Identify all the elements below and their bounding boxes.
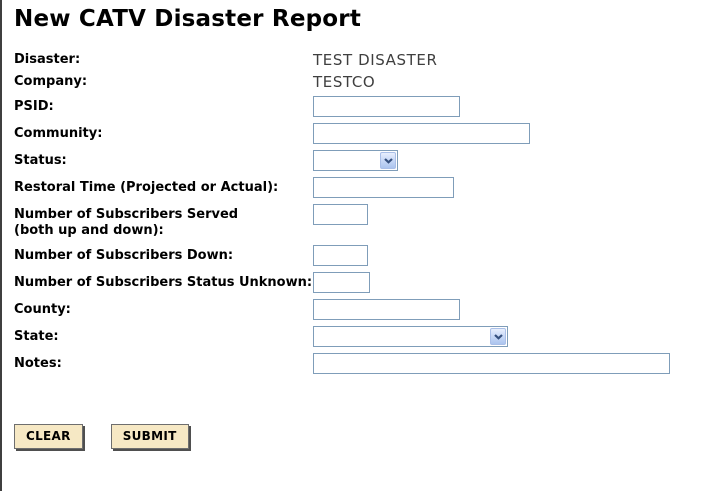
form-row-subscribers-down: Number of Subscribers Down: — [14, 245, 702, 266]
form-row-notes: Notes: — [14, 353, 702, 374]
subscribers-served-label-line1: Number of Subscribers Served — [14, 207, 239, 222]
button-row: CLEAR SUBMIT — [14, 424, 702, 449]
subscribers-served-label: Number of Subscribers Served (both up an… — [14, 204, 313, 239]
form-row-psid: PSID: — [14, 96, 702, 117]
notes-input[interactable] — [313, 353, 670, 374]
psid-label: PSID: — [14, 99, 54, 114]
state-label: State: — [14, 329, 59, 344]
form-row-disaster: Disaster: TEST DISASTER — [14, 52, 702, 70]
restoral-time-input[interactable] — [313, 177, 454, 198]
form-row-subscribers-served: Number of Subscribers Served (both up an… — [14, 204, 702, 239]
disaster-report-form: New CATV Disaster Report Disaster: TEST … — [2, 0, 702, 449]
subscribers-down-label: Number of Subscribers Down: — [14, 248, 234, 263]
form-row-restoral-time: Restoral Time (Projected or Actual): — [14, 177, 702, 198]
status-select[interactable] — [313, 150, 398, 171]
state-select[interactable] — [313, 326, 508, 347]
notes-label: Notes: — [14, 356, 62, 371]
form-row-company: Company: TESTCO — [14, 74, 702, 92]
community-label: Community: — [14, 126, 103, 141]
subscribers-unknown-label: Number of Subscribers Status Unknown: — [14, 275, 313, 290]
subscribers-served-input[interactable] — [313, 204, 368, 225]
form-row-status: Status: — [14, 150, 702, 171]
form-row-community: Community: — [14, 123, 702, 144]
submit-button[interactable]: SUBMIT — [110, 424, 189, 449]
subscribers-down-input[interactable] — [313, 245, 368, 266]
community-input[interactable] — [313, 123, 530, 144]
form-row-county: County: — [14, 299, 702, 320]
form-row-subscribers-unknown: Number of Subscribers Status Unknown: — [14, 272, 702, 293]
clear-button[interactable]: CLEAR — [14, 424, 83, 449]
county-input[interactable] — [313, 299, 460, 320]
disaster-label: Disaster: — [14, 52, 81, 67]
psid-input[interactable] — [313, 96, 460, 117]
chevron-down-icon — [380, 152, 396, 169]
restoral-time-label: Restoral Time (Projected or Actual): — [14, 180, 279, 195]
form-row-state: State: — [14, 326, 702, 347]
subscribers-served-label-line2: (both up and down): — [14, 223, 164, 238]
page-title: New CATV Disaster Report — [14, 6, 362, 32]
subscribers-unknown-input[interactable] — [313, 272, 370, 293]
company-label: Company: — [14, 74, 88, 89]
disaster-value: TEST DISASTER — [313, 51, 438, 69]
status-label: Status: — [14, 153, 67, 168]
county-label: County: — [14, 302, 71, 317]
chevron-down-icon — [490, 328, 506, 345]
company-value: TESTCO — [313, 73, 376, 91]
